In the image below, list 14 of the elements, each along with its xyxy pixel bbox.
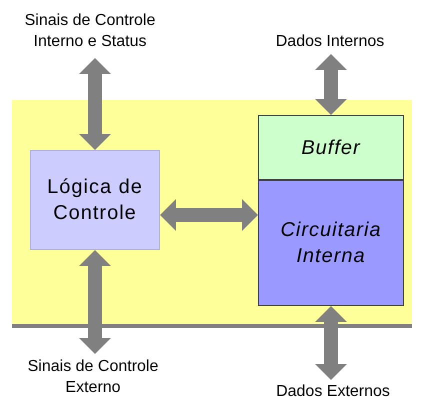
signal-label: Dados Internos	[276, 32, 384, 52]
double-arrow	[315, 306, 347, 380]
double-arrow	[79, 250, 111, 354]
process-box	[258, 115, 404, 180]
double-arrow	[315, 54, 347, 115]
signal-label: Sinais de Controle Externo	[26, 357, 160, 398]
process-box	[30, 150, 160, 250]
box-label: Lógica de Controle	[46, 175, 144, 226]
process-box	[258, 180, 404, 306]
box-label: Buffer	[301, 136, 361, 160]
signal-label: Sinais de Controle Interno e Status	[24, 11, 156, 52]
double-arrow	[79, 58, 111, 150]
box-label: Circuitaria Interna	[279, 218, 383, 269]
signal-label: Dados Externos	[276, 382, 390, 402]
